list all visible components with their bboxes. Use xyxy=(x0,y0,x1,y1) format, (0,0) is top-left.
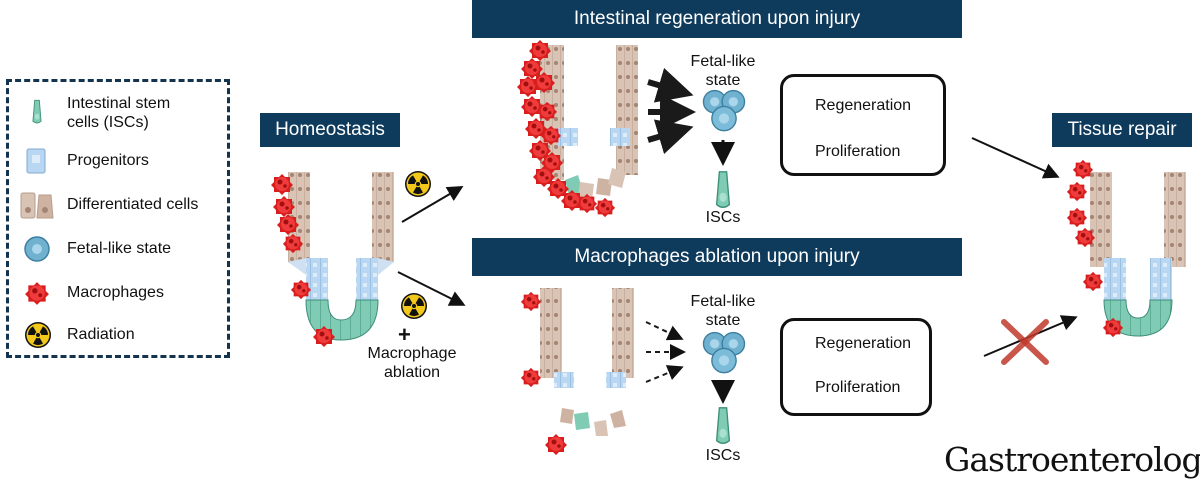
outcome-proliferation-down: Proliferation xyxy=(815,379,901,396)
legend-item-fetal-like: Fetal-like state xyxy=(19,234,171,264)
regeneration-panel-title: Intestinal regeneration upon injury xyxy=(472,0,962,38)
legend-item-radiation: Radiation xyxy=(19,320,135,350)
macrophage-ablation-label: Macrophage ablation xyxy=(367,345,457,381)
fetal-like-icon xyxy=(19,234,55,264)
journal-name: Gastroenterology xyxy=(944,440,1200,479)
plus-sign: + xyxy=(398,322,411,347)
legend-item-stem-cells: Intestinal stem cells (ISCs) xyxy=(19,94,170,132)
tissue-repair-crypt xyxy=(1090,172,1186,337)
legend-item-progenitors: Progenitors xyxy=(19,146,149,176)
homeostasis-title: Homeostasis xyxy=(260,113,400,147)
progenitor-icon xyxy=(19,146,55,176)
outcome-regeneration-up: Regeneration xyxy=(815,97,912,114)
cross-icon xyxy=(1001,319,1049,365)
fetal-like-cluster-icon xyxy=(702,89,746,132)
legend-item-macrophages: Macrophages xyxy=(19,278,164,308)
radiation-icon xyxy=(405,171,431,197)
tissue-repair-title: Tissue repair xyxy=(1052,113,1192,147)
legend-label-stem-line2: cells (ISCs) xyxy=(67,114,149,131)
legend-label-fetal-like: Fetal-like state xyxy=(67,240,172,257)
outcome-regeneration-down: Regeneration xyxy=(815,335,912,352)
ablation-outcome-box: Regeneration Proliferation xyxy=(780,318,932,416)
legend-box: Intestinal stem cells (ISCs) Progenitors… xyxy=(6,79,230,358)
homeostasis-crypt xyxy=(288,172,394,341)
ablation-crypt xyxy=(540,288,634,436)
outcome-proliferation-up: Proliferation xyxy=(815,143,901,160)
legend-item-differentiated: Differentiated cells xyxy=(19,190,198,220)
differentiated-cell-icon xyxy=(19,190,55,220)
arrow-to-ablation xyxy=(397,271,466,306)
regeneration-thick-arrows xyxy=(647,67,696,155)
ablation-dashed-arrows xyxy=(645,321,686,383)
regeneration-outcome-box: Regeneration Proliferation xyxy=(780,74,946,176)
fetal-like-cluster-icon xyxy=(702,331,746,374)
legend-label-progenitors: Progenitors xyxy=(67,152,149,169)
ablation-fetal-label: Fetal-like state xyxy=(690,293,756,329)
arrow-to-regeneration xyxy=(401,185,464,223)
regeneration-iscs-label: ISCs xyxy=(705,209,741,226)
stem-cell-icon xyxy=(715,171,731,209)
ablation-iscs-label: ISCs xyxy=(705,447,741,464)
legend-label-macrophages: Macrophages xyxy=(67,284,164,301)
radiation-icon xyxy=(401,293,427,319)
legend-label-differentiated: Differentiated cells xyxy=(67,196,199,213)
stem-cell-icon xyxy=(715,407,731,445)
regeneration-fetal-label: Fetal-like state xyxy=(690,53,756,89)
legend-label-radiation: Radiation xyxy=(67,326,135,343)
ablation-panel-title: Macrophages ablation upon injury xyxy=(472,238,962,276)
arrow-to-tissue-repair xyxy=(971,137,1060,179)
legend-label-stem-line1: Intestinal stem xyxy=(67,95,171,112)
